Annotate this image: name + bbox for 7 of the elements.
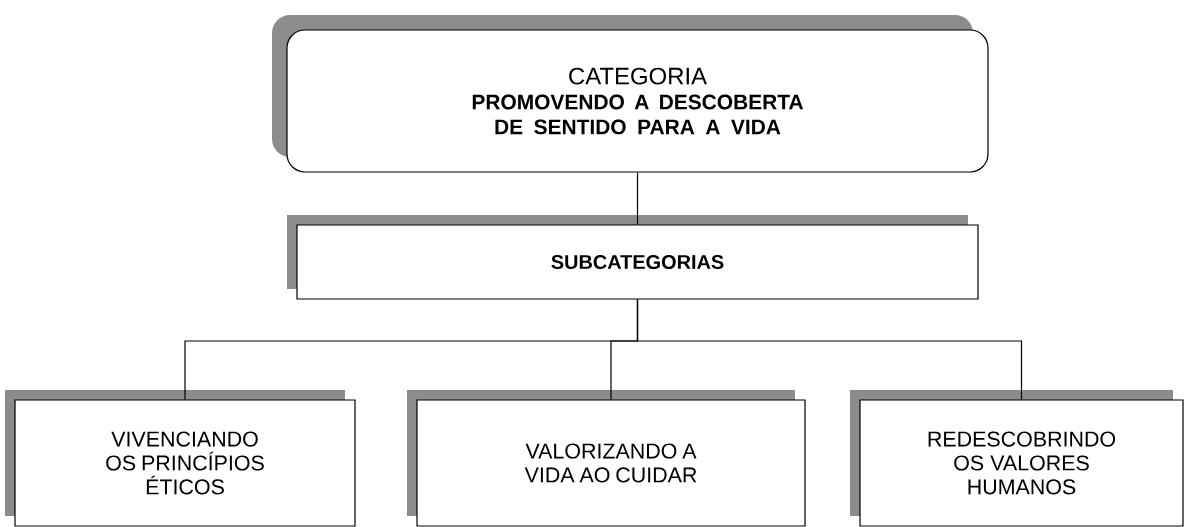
subcategory-box: SUBCATEGORIAS (287, 215, 979, 300)
connector-line (636, 299, 1023, 400)
rounded-box: CATEGORIA PROMOVENDO A DESCOBERTA DE SENTIDO PARA A VIDA (272, 15, 989, 173)
category-box: REDESCOBRINDO OS VALORES HUMANOS (850, 390, 1184, 527)
category-box: VIVENCIANDO OS PRINCÍPIOS ÉTICOS (5, 390, 356, 527)
connector-line (636, 172, 639, 225)
category-box: VALORIZANDO A VIDA AO CUIDAR (407, 390, 806, 527)
